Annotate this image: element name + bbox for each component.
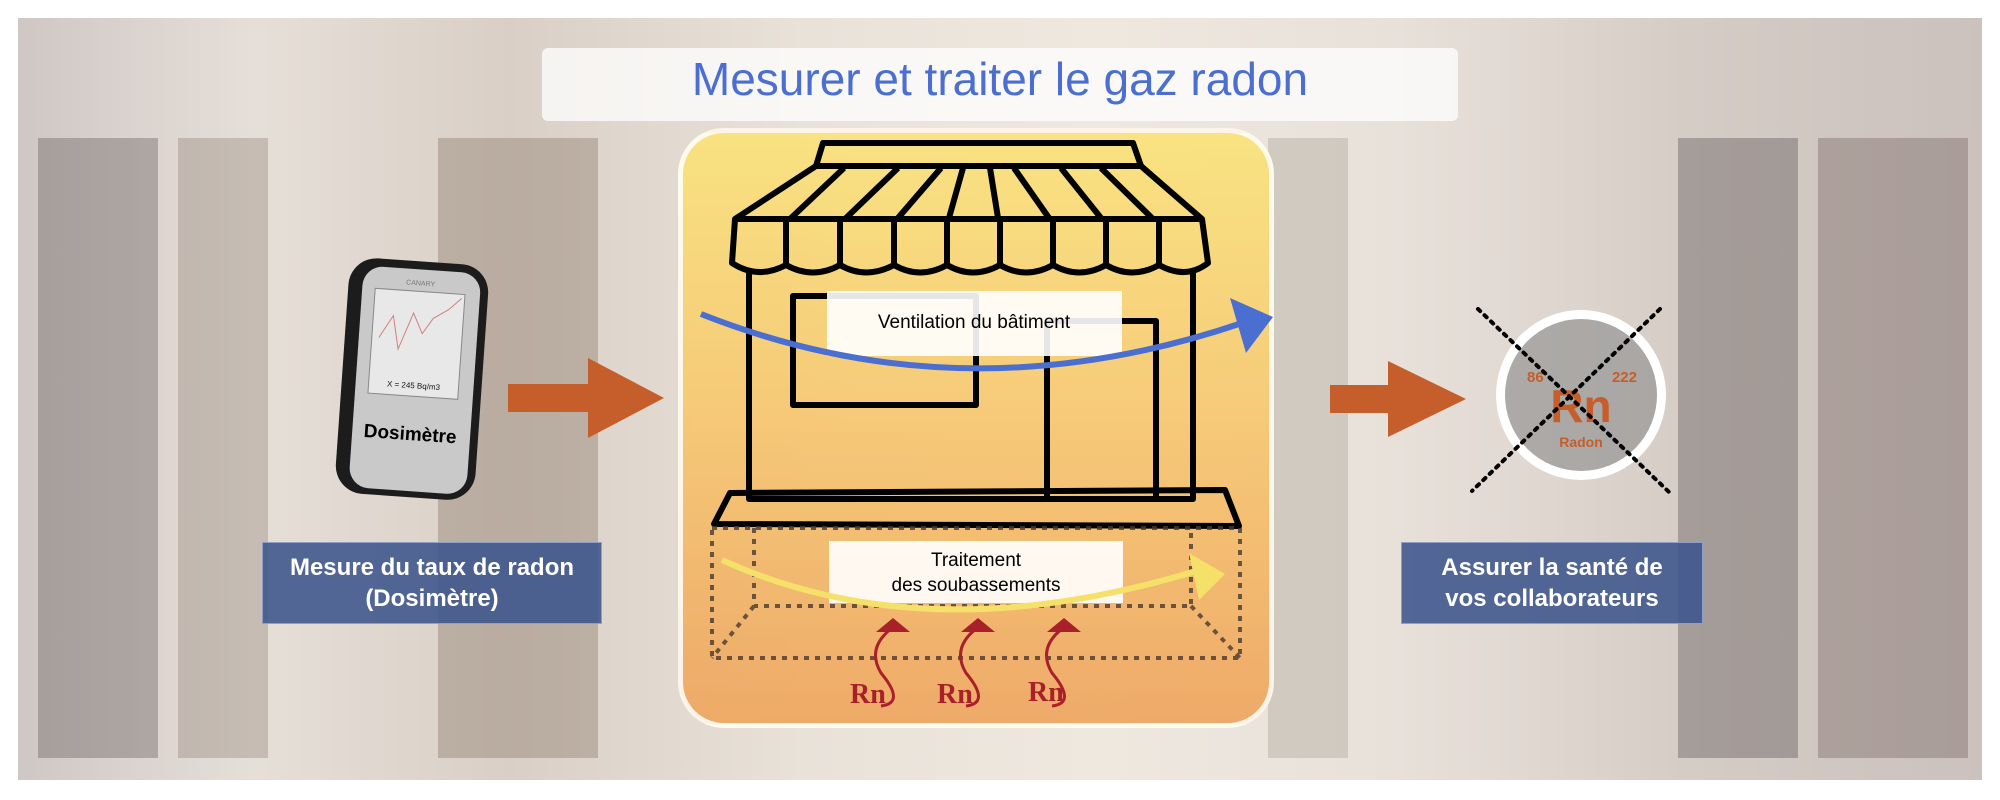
treatment-label-line2: des soubassements	[892, 575, 1061, 596]
radon-element-badge: 86 222 Rn Radon	[1496, 310, 1666, 480]
element-name: Radon	[1559, 434, 1603, 450]
radon-emission-icon: Rn	[1028, 618, 1081, 708]
treatment-label-line1: Traitement	[931, 550, 1022, 571]
radon-emission-icon: Rn	[850, 618, 910, 710]
radon-symbol: Rn	[937, 679, 973, 710]
right-caption: Assurer la santé de vos collaborateurs	[1401, 542, 1703, 624]
dosimeter-device: CANARY X = 245 Bq/m3 Dosimètre	[335, 258, 489, 500]
arrow-right-icon	[1330, 361, 1466, 437]
page-title: Mesurer et traiter le gaz radon	[691, 53, 1309, 105]
crossed-out-icon	[1470, 307, 1672, 495]
left-caption-line1: Mesure du taux de radon	[289, 554, 575, 581]
radon-symbol: Rn	[1028, 677, 1064, 708]
arrow-right-icon	[508, 358, 664, 438]
ventilation-label: Ventilation du bâtiment	[878, 312, 1071, 333]
dosimeter-brand: CANARY	[406, 279, 436, 288]
right-caption-line2: vos collaborateurs	[1445, 585, 1659, 612]
ventilation-label-box	[827, 291, 1122, 356]
shop-building-icon: Ventilation du bâtiment Traitement des s…	[699, 140, 1273, 710]
ventilation-arrow	[699, 311, 1243, 372]
atomic-number: 86	[1527, 369, 1544, 386]
left-caption: Mesure du taux de radon (Dosimètre)	[262, 542, 602, 624]
left-caption-line2: (Dosimètre)	[365, 585, 499, 612]
atomic-mass: 222	[1611, 369, 1637, 386]
ventilation-arrowhead-icon	[1230, 298, 1273, 353]
radon-emission-icon: Rn	[937, 618, 995, 710]
treatment-arrow	[720, 557, 1197, 613]
dosimeter-reading: X = 245 Bq/m3	[387, 379, 441, 392]
treatment-arrowhead-icon	[1189, 553, 1225, 600]
right-caption-line1: Assurer la santé de	[1441, 554, 1663, 581]
treatment-label-box	[829, 541, 1123, 603]
title-box	[542, 48, 1458, 121]
radon-symbol: Rn	[850, 679, 886, 710]
